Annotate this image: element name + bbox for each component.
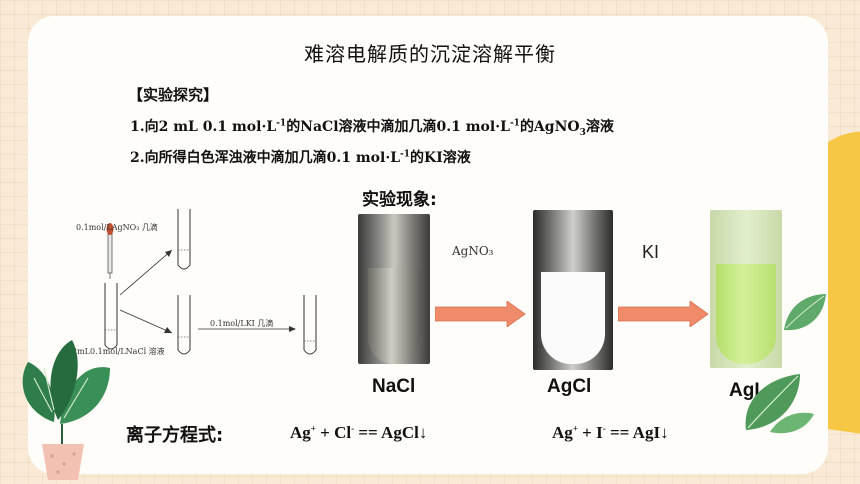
- test-tube-top-icon: [177, 209, 191, 270]
- arrow-1-label: AgNO₃: [452, 244, 494, 258]
- equation-title: 离子方程式:: [126, 425, 224, 446]
- sample-label-nacl: NaCl: [372, 376, 416, 397]
- arrow-2-icon: [618, 301, 709, 327]
- leaf-cluster-icon: [745, 374, 814, 434]
- slide-title: 难溶电解质的沉淀溶解平衡: [304, 42, 556, 66]
- equation-1: Ag+ + Cl- == AgCl↓: [290, 423, 428, 442]
- diagram-agno3-label: 0.1mol/LAgNO₃ 几滴: [76, 223, 158, 232]
- test-tube-center-icon: [104, 283, 118, 350]
- dropper-icon: [106, 223, 114, 279]
- diagram-ki-label: 0.1mol/LKI 几滴: [210, 319, 274, 328]
- arrow-2-label: KI: [642, 242, 660, 262]
- diagram-nacl-label: 2mL0.1mol/LNaCl 溶液: [72, 347, 165, 356]
- photo-agi-tube: [710, 210, 782, 368]
- test-tube-final-icon: [303, 295, 317, 355]
- observation-title: 实验现象:: [362, 190, 437, 210]
- arrow-1-icon: [435, 301, 526, 327]
- sample-label-agcl: AgCl: [547, 376, 592, 397]
- experiment-diagram: [104, 209, 317, 355]
- potted-plant-icon: [22, 340, 110, 480]
- photo-nacl-tube: [358, 214, 430, 364]
- step-1: 1.向2 mL 0.1 mol·L-1的NaCl溶液中滴加几滴0.1 mol·L…: [130, 118, 614, 138]
- step-2: 2.向所得白色浑浊液中滴加几滴0.1 mol·L-1的KI溶液: [130, 149, 471, 166]
- photo-agcl-tube: [533, 210, 613, 370]
- leaf-icon: [784, 294, 826, 331]
- sample-label-agi: AgI: [729, 380, 760, 401]
- test-tube-bottom-icon: [177, 295, 191, 355]
- equation-2: Ag+ + I- == AgI↓: [552, 423, 669, 442]
- section-label: 【实验探究】: [128, 86, 219, 104]
